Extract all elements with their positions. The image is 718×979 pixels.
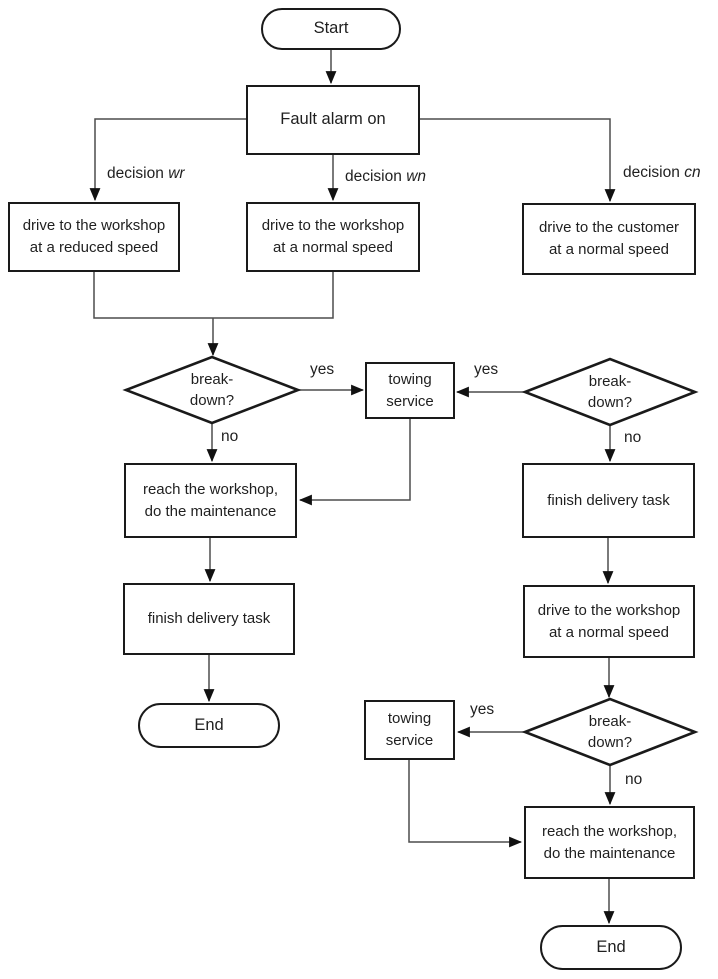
edge-label-no-breakdown-1: no [221, 428, 239, 445]
label-text: decision [345, 168, 402, 185]
node-towing-service-2: towing service [364, 700, 455, 760]
edge-label-yes-breakdown-2: yes [474, 361, 499, 378]
edge-label-decision-wr: decision wr [107, 165, 185, 183]
node-drive-workshop-reduced: drive to the workshop at a reduced speed [8, 202, 180, 272]
decision-breakdown-1-shape [122, 355, 302, 425]
decision-breakdown-2-shape [521, 357, 699, 427]
edge-label-yes-breakdown-1: yes [310, 361, 335, 378]
node-towing-service-1: towing service [365, 362, 455, 419]
node-end-2: End [540, 925, 682, 970]
decision-breakdown-3-shape [521, 697, 699, 767]
label-variable: cn [684, 164, 701, 181]
decision-breakdown-2-label: break-down? [587, 373, 633, 411]
decision-breakdown-3-label: break-down? [587, 713, 633, 751]
label-variable: wr [168, 165, 185, 182]
node-reach-workshop-1: reach the workshop, do the maintenance [124, 463, 297, 538]
node-start: Start [261, 8, 401, 50]
node-drive-customer-normal: drive to the customer at a normal speed [522, 203, 696, 275]
edge-label-decision-wn: decision wn [345, 168, 426, 186]
edge-label-no-breakdown-3: no [625, 771, 643, 788]
node-end-1: End [138, 703, 280, 748]
edge-label-no-breakdown-2: no [624, 429, 642, 446]
label-variable: wn [406, 168, 427, 185]
edge-label-yes-breakdown-3: yes [470, 701, 495, 718]
label-text: decision [107, 165, 164, 182]
decision-breakdown-1-label: break-down? [189, 371, 235, 409]
node-finish-delivery-1: finish delivery task [123, 583, 295, 655]
label-text: decision [623, 164, 680, 181]
node-reach-workshop-2: reach the workshop, do the maintenance [524, 806, 695, 879]
edge-label-decision-cn: decision cn [623, 164, 701, 182]
node-drive-workshop-normal-1: drive to the workshop at a normal speed [246, 202, 420, 272]
node-finish-delivery-2: finish delivery task [522, 463, 695, 538]
node-drive-workshop-normal-2: drive to the workshop at a normal speed [523, 585, 695, 658]
node-fault-alarm: Fault alarm on [246, 85, 420, 155]
